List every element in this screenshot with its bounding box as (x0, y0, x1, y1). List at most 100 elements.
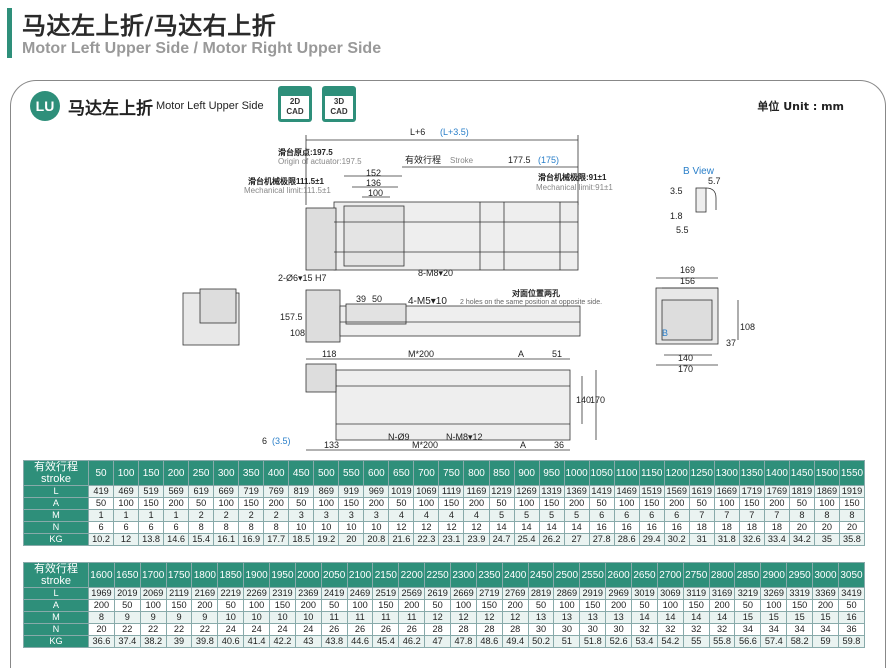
stroke-value: 250 (188, 460, 215, 486)
table-cell: 619 (188, 485, 215, 498)
table-cell: 52.6 (605, 635, 633, 648)
row-label: L (23, 485, 89, 498)
table-cell: 25.4 (513, 533, 540, 546)
table-cell: 3269 (760, 587, 788, 600)
table-cell: 200 (763, 497, 790, 510)
stroke-value: 1900 (243, 562, 271, 588)
table-cell: 24 (243, 623, 271, 636)
stroke-value: 650 (388, 460, 415, 486)
section-title: 马达左上折 (68, 99, 153, 119)
stroke-value: 50 (87, 460, 115, 486)
table-cell: 6 (138, 521, 165, 534)
table-cell: 969 (363, 485, 390, 498)
row-label: N (23, 623, 89, 636)
table-cell: 28 (450, 623, 477, 636)
stroke-value: 350 (238, 460, 265, 486)
table-cell: 1819 (788, 485, 815, 498)
table-cell: 18 (763, 521, 790, 534)
table-cell: 100 (213, 497, 240, 510)
table-cell: 6 (163, 521, 190, 534)
table-cell: 3219 (734, 587, 762, 600)
table-cell: 47.8 (450, 635, 477, 648)
table-cell: 100 (656, 599, 684, 612)
table-cell: 22.3 (413, 533, 440, 546)
table-cell: 5 (513, 509, 540, 522)
table-cell: 1119 (438, 485, 465, 498)
table-cell: 13 (579, 611, 607, 624)
table-cell: 31.8 (713, 533, 740, 546)
table-cell: 34 (786, 623, 814, 636)
table-cell: 26 (346, 623, 374, 636)
table-cell: 4 (388, 509, 415, 522)
table-cell: 200 (463, 497, 490, 510)
end-169: 169 (680, 265, 695, 275)
table-cell: 200 (501, 599, 529, 612)
bot-36: 36 (554, 440, 564, 450)
table-cell: 6 (588, 509, 615, 522)
table-cell: 1669 (713, 485, 740, 498)
side-39: 39 (356, 294, 366, 304)
table-cell: 12 (463, 521, 490, 534)
stroke-value: 2400 (501, 562, 529, 588)
table-cell: 100 (513, 497, 540, 510)
row-label: A (23, 599, 89, 612)
table-cell: 11 (398, 611, 426, 624)
table-cell: 3 (338, 509, 365, 522)
table-cell: 12 (450, 611, 477, 624)
table-cell: 200 (263, 497, 290, 510)
table-cell: 16 (663, 521, 690, 534)
table-cell: 8 (88, 611, 115, 624)
table-cell: 2569 (398, 587, 426, 600)
table-cell: 56.6 (734, 635, 762, 648)
table-cell: 30.2 (663, 533, 690, 546)
table-cell: 26 (372, 623, 400, 636)
table-cell: 3319 (786, 587, 814, 600)
stroke-cn: 有效行程 (405, 154, 441, 165)
table-cell: 14 (538, 521, 565, 534)
table-cell: 32 (708, 623, 736, 636)
table-cell: 719 (238, 485, 265, 498)
table-cell: 469 (113, 485, 140, 498)
table-cell: 200 (708, 599, 736, 612)
stroke-value: 1950 (269, 562, 296, 588)
table-cell: 1019 (388, 485, 415, 498)
table-cell: 2819 (527, 587, 555, 600)
table-cell: 14 (656, 611, 684, 624)
table-cell: 31 (688, 533, 715, 546)
stroke-value: 1500 (813, 460, 840, 486)
row-label: L (23, 587, 89, 600)
table-cell: 18 (688, 521, 715, 534)
table-cell: 200 (191, 599, 219, 612)
table-cell: 14.6 (163, 533, 190, 546)
table-cell: 35 (813, 533, 840, 546)
table-cell: 12 (413, 521, 440, 534)
table-cell: 34 (734, 623, 762, 636)
stroke-value: 850 (488, 460, 515, 486)
table-cell: 33.4 (763, 533, 790, 546)
table-cell: 15 (786, 611, 814, 624)
table-cell: 150 (238, 497, 265, 510)
technical-drawing: L+6 (L+3.5) 滑台原点:197.5 Origin of actuato… (182, 127, 755, 451)
table-cell: 6 (87, 521, 115, 534)
stroke-value: 600 (363, 460, 390, 486)
table-cell: 10 (294, 611, 322, 624)
stroke-value: 1050 (588, 460, 615, 486)
table-cell: 15 (812, 611, 839, 624)
table-cell: 1169 (463, 485, 490, 498)
dim-total-length: L+6 (410, 127, 425, 137)
stroke-value: 2550 (579, 562, 607, 588)
dim-right: 177.5 (508, 155, 531, 165)
table-cell: 1269 (513, 485, 540, 498)
stroke-value: 1000 (563, 460, 590, 486)
table-cell: 34 (812, 623, 839, 636)
stroke-value: 2750 (682, 562, 710, 588)
table-cell: 10 (243, 611, 271, 624)
table-cell: 100 (243, 599, 271, 612)
table-cell: 100 (760, 599, 788, 612)
m5-note: 2 holes on the same position at opposite… (460, 299, 602, 306)
